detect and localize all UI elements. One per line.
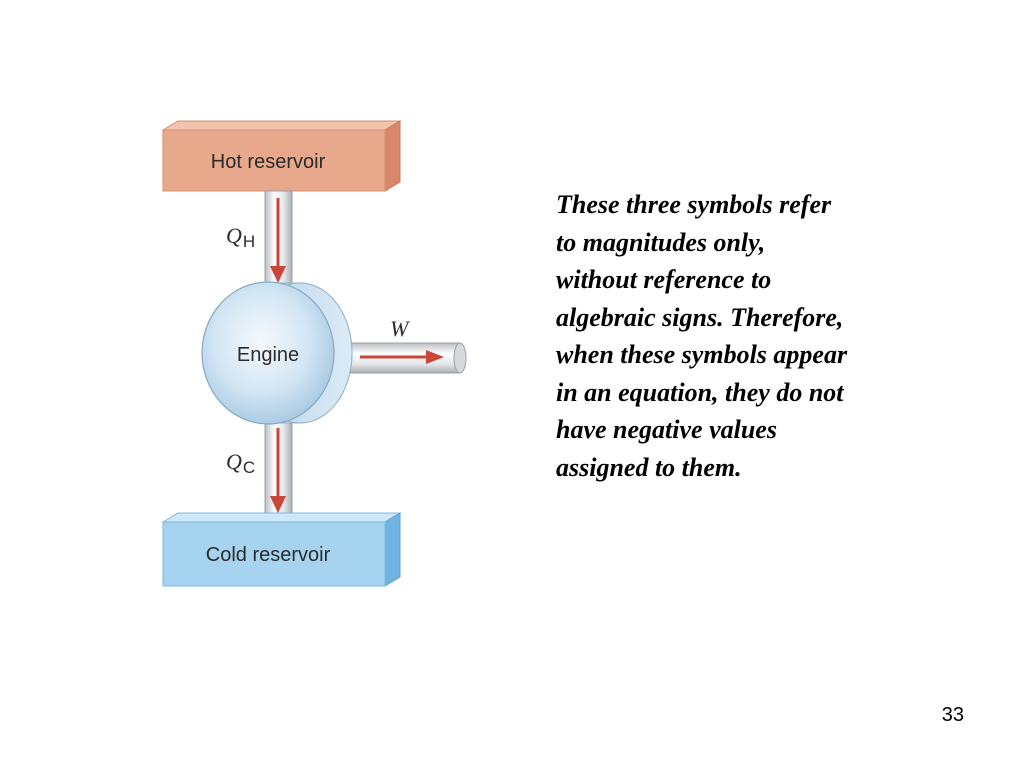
heat-input-arrowhead	[270, 266, 286, 283]
heat-input-pipe	[264, 190, 293, 292]
heat-output-symbol: Q	[226, 449, 242, 474]
heat-output-label: QC	[226, 449, 255, 477]
hot-reservoir: Hot reservoir	[161, 120, 402, 192]
work-arrowhead	[426, 350, 444, 364]
cold-reservoir-label: Cold reservoir	[206, 544, 331, 566]
text-line: have negative values	[556, 415, 777, 444]
svg-text:QC: QC	[226, 449, 255, 477]
heat-output-pipe	[264, 411, 293, 517]
work-label: W	[390, 316, 410, 341]
heat-input-subscript: H	[243, 232, 255, 251]
work-output-pipe	[335, 342, 467, 374]
explanation-text: These three symbols refer to magnitudes …	[556, 186, 936, 486]
heat-input-label: QH	[226, 223, 255, 251]
text-line: in an equation, they do not	[556, 377, 844, 407]
heat-output-arrowhead	[270, 496, 286, 513]
heat-input-symbol: Q	[226, 223, 242, 248]
text-line: when these symbols appear	[556, 340, 848, 369]
cold-reservoir: Cold reservoir	[161, 512, 402, 587]
text-line: These three symbols refer	[556, 190, 832, 219]
hot-reservoir-label: Hot reservoir	[211, 151, 326, 173]
engine: Engine	[201, 281, 353, 425]
text-line: assigned to them.	[556, 452, 742, 482]
text-line: algebraic signs. Therefore,	[556, 302, 844, 332]
engine-label: Engine	[237, 344, 299, 366]
svg-text:QH: QH	[226, 223, 255, 251]
heat-output-subscript: C	[243, 458, 255, 477]
page-number: 33	[941, 704, 964, 726]
text-line: without reference to	[556, 265, 772, 294]
text-line: to magnitudes only,	[556, 227, 766, 257]
